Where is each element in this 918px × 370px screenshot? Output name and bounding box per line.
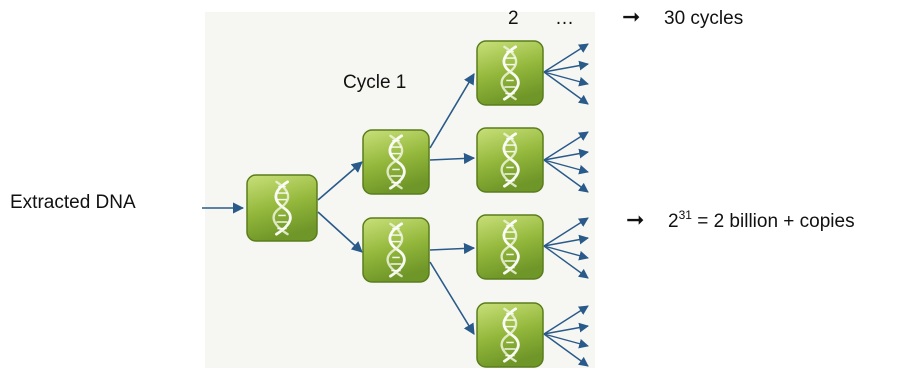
dna-node-l2-2 — [476, 127, 544, 193]
arrow-l1b-to-l2-4 — [429, 261, 475, 335]
result-arrow-icon: ➞ — [626, 207, 645, 232]
cycle-2-label: 2 — [508, 8, 519, 29]
dna-node-l2-4 — [476, 302, 544, 368]
fan-arrows-node-1 — [543, 43, 589, 105]
arrow-l1t-to-l2-2 — [429, 152, 476, 165]
cycles-arrow-icon: ➞ — [622, 4, 641, 29]
fan-arrows-node-2 — [543, 131, 589, 193]
dna-node-root — [246, 174, 318, 242]
dna-node-l2-3 — [476, 214, 544, 280]
arrow-l1t-to-l2-1 — [429, 73, 475, 149]
dna-node-l2-1 — [476, 40, 544, 106]
fan-arrows-node-3 — [543, 217, 589, 279]
arrow-root-to-l1-bottom — [317, 211, 363, 253]
result-exponent: 31 — [678, 208, 692, 222]
result-label: 231 = 2 billion + copies — [668, 208, 855, 234]
extracted-dna-label: Extracted DNA — [10, 192, 136, 213]
dna-node-l1-bottom — [362, 217, 430, 283]
arrow-l1b-to-l2-3 — [429, 242, 476, 255]
cycle-1-label: Cycle 1 — [343, 72, 407, 93]
result-rest: = 2 billion + copies — [691, 211, 855, 232]
ellipsis-label: … — [555, 8, 574, 29]
result-base: 2 — [668, 211, 679, 232]
dna-node-l1-top — [362, 129, 430, 195]
cycles-total-label: 30 cycles — [664, 8, 744, 29]
arrow-root-to-l1-top — [317, 161, 363, 201]
fan-arrows-node-4 — [543, 305, 589, 367]
